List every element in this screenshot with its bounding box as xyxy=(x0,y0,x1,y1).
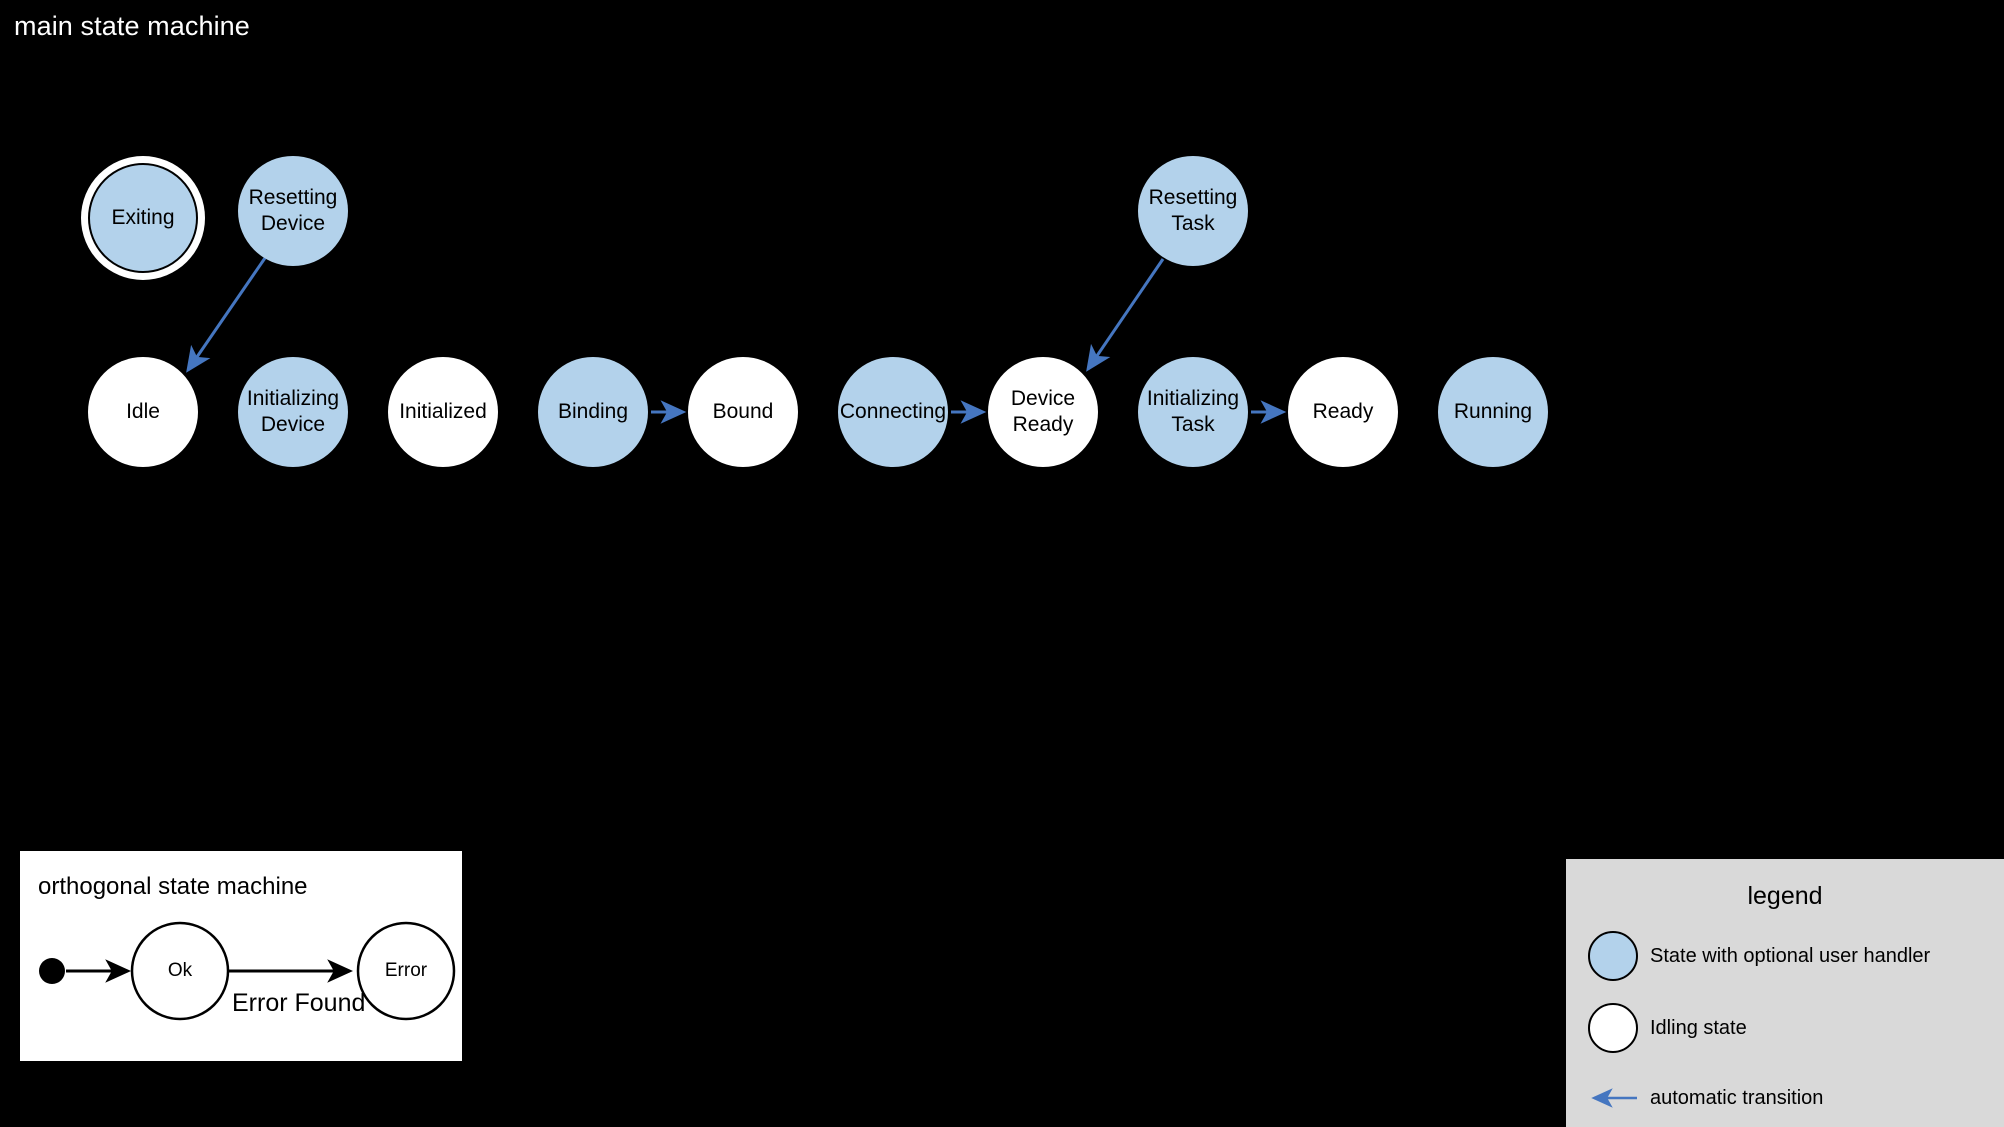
orthogonal-diagram xyxy=(39,921,456,1021)
state-node-error xyxy=(356,921,456,1021)
page-title: main state machine xyxy=(14,11,250,41)
orthogonal-panel-title: orthogonal state machine xyxy=(38,873,308,900)
state-label: Resetting Task xyxy=(1148,186,1238,235)
legend-panel: legend State with optional user handler … xyxy=(1566,859,2004,1127)
state-node-bound[interactable]: Bound xyxy=(688,357,798,467)
state-label: Resetting Device xyxy=(248,186,338,235)
state-node-running[interactable]: Running xyxy=(1438,357,1548,467)
state-node-resetting-device[interactable]: Resetting Device xyxy=(238,156,348,266)
state-node-exiting[interactable]: Exiting xyxy=(88,163,198,273)
legend-item-label: State with optional user handler xyxy=(1650,945,1931,967)
state-node-initializing-task[interactable]: Initializing Task xyxy=(1138,357,1248,467)
state-node-resetting-task[interactable]: Resetting Task xyxy=(1138,156,1248,266)
state-node-initialized[interactable]: Initialized xyxy=(388,357,498,467)
legend-item-label: Idling state xyxy=(1650,1017,1747,1039)
state-label: Idle xyxy=(126,400,160,423)
transition-label-error-found: Error Found xyxy=(232,989,366,1017)
state-label: Initialized xyxy=(399,400,487,423)
transition-resetting-task-to-device-ready xyxy=(1086,258,1165,372)
state-node-initializing-device[interactable]: Initializing Device xyxy=(238,357,348,467)
transition-resetting-device-to-idle xyxy=(186,257,267,373)
legend-title: legend xyxy=(1747,882,1823,910)
white-circle-icon xyxy=(1588,1003,1638,1053)
orthogonal-state-machine-panel: orthogonal state machine Ok Error Error … xyxy=(18,849,464,1063)
blue-circle-icon xyxy=(1588,931,1638,981)
state-label: Initializing Task xyxy=(1146,387,1240,436)
state-label: Device Ready xyxy=(1010,387,1076,436)
state-node-ready[interactable]: Ready xyxy=(1288,357,1398,467)
state-node-device-ready[interactable]: Device Ready xyxy=(988,357,1098,467)
state-label-error: Error xyxy=(384,960,428,981)
legend-item-idling-state: Idling state xyxy=(1588,1003,1747,1053)
state-node-binding[interactable]: Binding xyxy=(538,357,648,467)
legend-item-label: automatic transition xyxy=(1650,1087,1824,1109)
state-label: Exiting xyxy=(111,206,175,229)
blue-arrow-icon xyxy=(1588,1073,1638,1123)
state-node-connecting[interactable]: Connecting xyxy=(838,357,948,467)
state-label: Running xyxy=(1453,400,1533,423)
state-label: Initializing Device xyxy=(246,387,340,436)
state-label-ok: Ok xyxy=(167,960,193,981)
state-label: Binding xyxy=(557,400,629,423)
legend-item-automatic-transition: automatic transition xyxy=(1588,1073,1823,1123)
state-label: Bound xyxy=(712,400,774,423)
state-node-idle[interactable]: Idle xyxy=(88,357,198,467)
legend-item-handler-state: State with optional user handler xyxy=(1588,931,1930,981)
state-label: Connecting xyxy=(839,400,947,423)
state-label: Ready xyxy=(1312,400,1374,423)
initial-state-dot xyxy=(39,958,65,984)
